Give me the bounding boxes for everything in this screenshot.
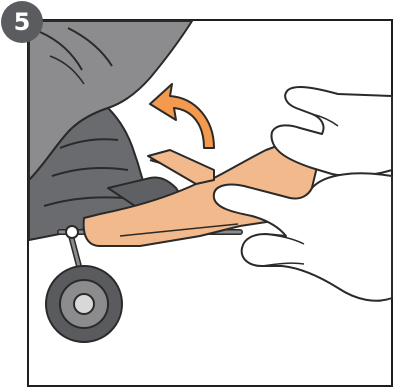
stroller-wheel-icon <box>46 266 122 342</box>
step-number-badge: 5 <box>1 1 43 43</box>
step-number: 5 <box>14 10 31 34</box>
